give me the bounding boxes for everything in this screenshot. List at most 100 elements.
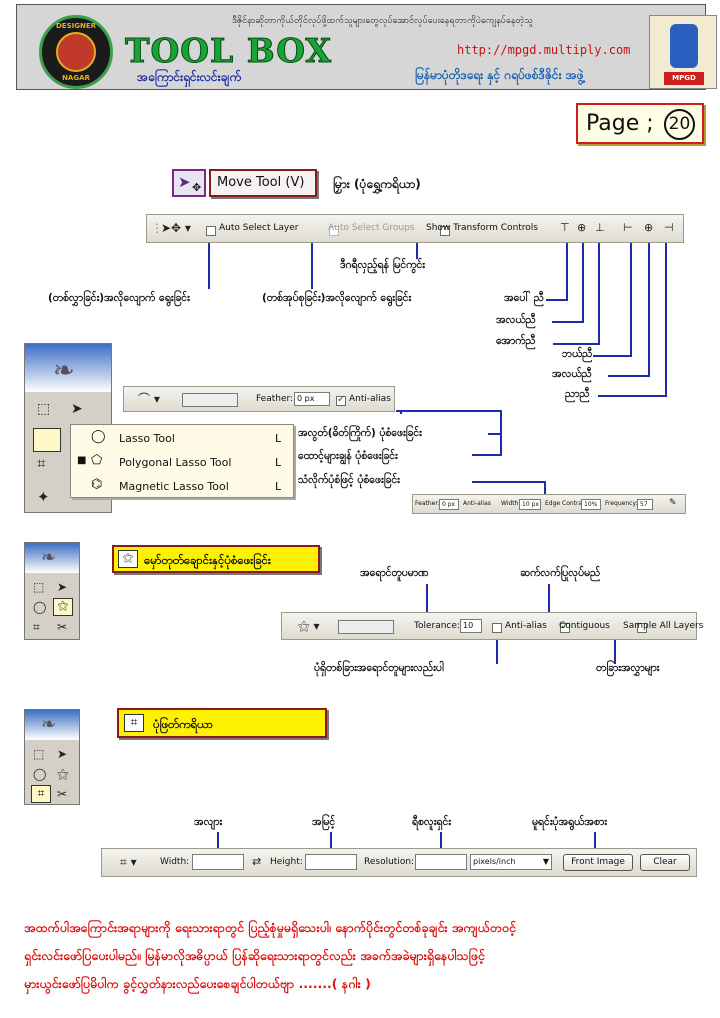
pen-pressure-icon[interactable]: ✎ (669, 498, 677, 508)
connector-line (440, 832, 442, 850)
show-transform-controls-checkbox[interactable] (440, 226, 450, 236)
connector-line (472, 481, 546, 483)
stamp-tool-icon[interactable]: ✦ (37, 488, 50, 506)
align-top-edges-icon[interactable]: ⊤ (560, 221, 570, 234)
chevron-down-icon: ▼ (542, 857, 549, 866)
move-options-toolbar: ⋮ ➤✥ ▾ Auto Select Layer Auto Select Gro… (146, 214, 684, 243)
mascot-image: MPGD (649, 15, 717, 89)
align-bottom-edges-icon[interactable]: ⊥ (595, 221, 605, 234)
crop-tool-icon[interactable]: ⌗ (33, 620, 40, 634)
anti-alias-label: Anti-alias (505, 621, 547, 631)
auto-select-layer-label: Auto Select Layer (219, 223, 299, 233)
note-align-right: ညာညီ (565, 388, 590, 400)
anti-alias-label: Anti-alias (349, 394, 391, 404)
magic-wand-tool-icon[interactable]: ⚝ (57, 767, 69, 781)
tools-palette-lasso: ❧ ⬚ ➤ ⌗ ✦ (24, 343, 112, 513)
wand-preset-icon[interactable]: ⚝ ▾ (298, 619, 320, 633)
note-lasso-tool: အလွတ်(ဓိတ်ကြိုက်) ပုံစံဖေးခြင်း (298, 427, 422, 439)
feather-icon: ❧ (41, 714, 57, 735)
connector-line (594, 832, 596, 850)
selection-mode-buttons[interactable] (182, 393, 238, 407)
lasso-flyout-menu: ◯ Lasso Tool L ■ ⬠ Polygonal Lasso Tool … (70, 424, 294, 498)
auto-select-layer-checkbox[interactable] (206, 226, 216, 236)
edge-contrast-input[interactable]: 10% (581, 499, 601, 510)
frequency-label: Frequency: (605, 500, 638, 507)
crop-width-input[interactable] (192, 854, 244, 870)
align-vertical-centers-icon[interactable]: ⊕ (577, 221, 587, 234)
logo-emblem-icon (56, 32, 96, 72)
anti-alias-checkbox[interactable] (492, 623, 502, 633)
menu-item-shortcut: L (275, 480, 282, 493)
width-input-small[interactable]: 10 px (519, 499, 541, 510)
contiguous-checkbox[interactable] (559, 621, 570, 633)
lasso-tool-icon[interactable]: ◯ (33, 767, 47, 781)
connector-line (500, 410, 502, 454)
magic-wand-icon: ⚝ (118, 550, 138, 568)
lasso-tool-icon[interactable] (33, 428, 61, 452)
menu-item-label: Polygonal Lasso Tool (119, 456, 232, 469)
footer-note-line1: အထက်ပါအကြောင်းအရာများကို ရေးသားရာတွင် ပြ… (24, 920, 516, 935)
align-left-edges-icon[interactable]: ⊢ (623, 221, 633, 234)
crop-height-label: Height: (270, 857, 303, 867)
connector-line (544, 481, 546, 495)
note-crop-resolution: ရီစလူးရှင်း (412, 816, 451, 828)
marquee-tool-icon[interactable]: ⬚ (33, 580, 45, 594)
feather-input-small[interactable]: 0 px (439, 499, 459, 510)
crop-tool-icon[interactable]: ⌗ (31, 785, 51, 803)
swap-dimensions-icon[interactable]: ⇄ (252, 855, 262, 868)
auto-select-groups-checkbox[interactable] (328, 226, 339, 236)
note-align-bottom: အောက်ညီ (496, 335, 536, 347)
sample-all-layers-checkbox[interactable] (637, 623, 647, 633)
align-right-edges-icon[interactable]: ⊣ (664, 221, 674, 234)
site-url-link[interactable]: http://mpgd.multiply.com (457, 43, 631, 57)
feather-icon: ❧ (41, 547, 57, 568)
note-front-image: မူရင်းပုံအရွယ်အစား (532, 816, 607, 828)
connector-line (426, 584, 428, 612)
crop-title: ပုံဖြတ်ကရိယာ (153, 717, 214, 731)
move-tool-icon[interactable]: ➤ (71, 401, 83, 417)
menu-item-polygonal-lasso[interactable]: ■ ⬠ Polygonal Lasso Tool L (71, 451, 295, 473)
palette-feather-header: ❧ (25, 543, 79, 573)
magic-wand-tool-icon[interactable]: ⚝ (53, 598, 73, 616)
lasso-preset-icon[interactable]: ⌒ ▾ (138, 392, 160, 406)
crop-height-input[interactable] (305, 854, 357, 870)
note-transform-controls: ဒီဂရီလှည့်ရန် မြင်ကွင်း (340, 259, 425, 271)
lasso-tool-icon[interactable]: ◯ (33, 600, 47, 614)
menu-item-lasso[interactable]: ◯ Lasso Tool L (71, 427, 295, 449)
menu-item-magnetic-lasso[interactable]: ⌬ Magnetic Lasso Tool L (71, 475, 295, 497)
connector-line (598, 243, 600, 345)
move-tool-preset-icon[interactable]: ➤✥ ▾ (161, 221, 191, 235)
note-align-top: အပေါ် ညီ (504, 292, 544, 304)
move-tool-icon[interactable]: ➤ (57, 747, 68, 761)
connector-line (648, 243, 650, 377)
move-tool-title-note: မြှား (ပုံရွှေ့ကရိယာ) (333, 177, 421, 191)
marquee-tool-icon[interactable]: ⬚ (33, 747, 45, 761)
move-tool-icon[interactable]: ➤ (57, 580, 68, 594)
note-auto-select-layer: (တစ်လွှာခြင်း)အလိုလျောက် ရွေးခြင်း (48, 292, 190, 304)
anti-alias-checkbox[interactable] (336, 394, 346, 406)
width-label-small: Width: (501, 500, 521, 507)
front-image-button[interactable]: Front Image (563, 854, 633, 871)
menu-item-shortcut: L (275, 456, 282, 469)
selection-mode-buttons[interactable] (338, 620, 394, 634)
crop-tool-icon[interactable]: ⌗ (37, 454, 46, 472)
slice-tool-icon[interactable]: ✂ (57, 787, 68, 801)
note-align-vertical-middle: အလယ်ညီ (496, 314, 536, 326)
frequency-input[interactable]: 57 (637, 499, 653, 510)
slice-tool-icon[interactable]: ✂ (57, 620, 68, 634)
note-contiguous: ဆက်လက်ပြုလုပ်မည် (520, 567, 601, 579)
connector-line (582, 243, 584, 323)
marquee-tool-icon[interactable]: ⬚ (37, 401, 51, 417)
note-polygonal-lasso: ထောင့်များချွန် ပုံစံဖေးခြင်း (298, 450, 398, 462)
crop-resolution-input[interactable] (415, 854, 467, 870)
note-anti-alias: ပုံရှိတစ်ခြားအရောင်တူများလည်းပါ (314, 662, 444, 674)
connector-line (400, 412, 402, 414)
tolerance-input[interactable]: 10 (460, 619, 482, 633)
page-label: Page ; (586, 111, 654, 136)
clear-button[interactable]: Clear (640, 854, 690, 871)
feather-input[interactable]: 0 px (294, 392, 330, 406)
crop-preset-icon[interactable]: ⌗ ▾ (120, 855, 137, 869)
resolution-unit-select[interactable]: pixels/inch ▼ (470, 854, 552, 870)
align-horizontal-centers-icon[interactable]: ⊕ (644, 221, 654, 234)
note-crop-width: အလျား (194, 816, 223, 828)
